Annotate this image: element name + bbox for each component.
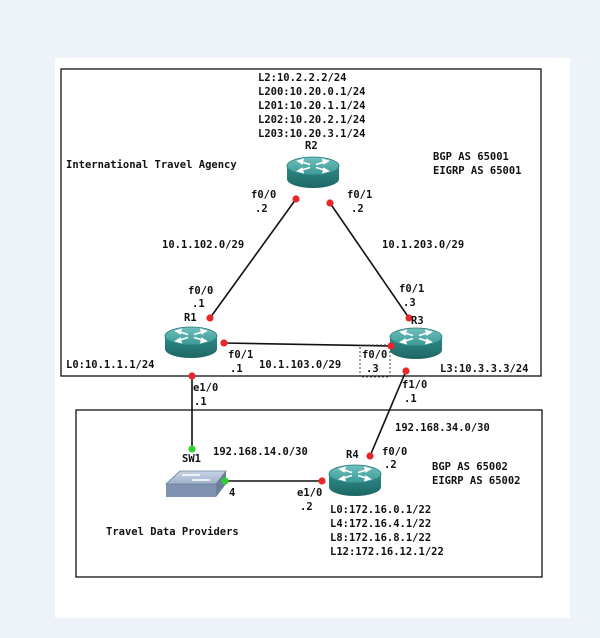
subnet-r2-r3: 10.1.203.0/29 [382, 239, 464, 251]
port-r4-f0-0[interactable] [366, 452, 374, 460]
port-r2-f0-0[interactable] [292, 195, 300, 203]
r4-loopback-2: L4:172.16.4.1/22 [330, 518, 431, 530]
port-r3-f0-1[interactable] [405, 314, 413, 322]
router-icon [286, 156, 340, 189]
router-icon [328, 464, 382, 497]
r4-loopback-3: L8:172.16.8.1/22 [330, 532, 431, 544]
r1-f0-0-if: f0/0 [188, 285, 213, 297]
router-icon [389, 327, 443, 360]
r2-f0-0-if: f0/0 [251, 189, 276, 201]
port-sw1-4[interactable] [221, 477, 229, 485]
sw1-name: SW1 [182, 453, 201, 465]
subnet-r1-sw1: 192.168.14.0/30 [213, 446, 308, 458]
port-r3-f1-0[interactable] [402, 367, 410, 375]
port-r1-f0-1[interactable] [220, 339, 228, 347]
r3-f1-0-if: f1/0 [402, 379, 427, 391]
router-r3[interactable] [389, 327, 443, 360]
r1-name: R1 [184, 312, 197, 324]
link-r3-r4 [369, 370, 407, 457]
r1-e1-0-if: e1/0 [193, 382, 218, 394]
r3-f0-0-ip: .3 [366, 363, 379, 375]
r4-loopback-1: L0:172.16.0.1/22 [330, 504, 431, 516]
port-r4-e1-0[interactable] [318, 477, 326, 485]
r3-loopback: L3:10.3.3.3/24 [440, 363, 529, 375]
r3-f1-0-ip: .1 [404, 393, 417, 405]
port-sw1-uplink[interactable] [188, 445, 196, 453]
r2-loopback-5: L203:10.20.3.1/24 [258, 128, 365, 140]
router-icon [164, 326, 218, 359]
port-r1-f0-0[interactable] [206, 314, 214, 322]
r1-f0-1-if: f0/1 [228, 349, 253, 361]
r2-loopback-3: L201:10.20.1.1/24 [258, 100, 365, 112]
r2-f0-0-ip: .2 [255, 203, 268, 215]
r4-name: R4 [346, 449, 359, 461]
subnet-r1-r3: 10.1.103.0/29 [259, 359, 341, 371]
r2-f0-1-if: f0/1 [347, 189, 372, 201]
subnet-r3-r4: 192.168.34.0/30 [395, 422, 490, 434]
zone-top-box [60, 68, 542, 377]
r2-loopback-1: L2:10.2.2.2/24 [258, 72, 347, 84]
r2-name: R2 [305, 140, 318, 152]
zone-top-bgp: BGP AS 65001 [433, 151, 509, 163]
r3-f0-1-ip: .3 [403, 297, 416, 309]
port-r2-f0-1[interactable] [326, 199, 334, 207]
r1-f0-0-ip: .1 [192, 298, 205, 310]
zone-bottom-eigrp: EIGRP AS 65002 [432, 475, 521, 487]
link-r1-r2 [209, 198, 297, 319]
r4-f0-0-if: f0/0 [382, 446, 407, 458]
r2-f0-1-ip: .2 [351, 203, 364, 215]
zone-top-name: International Travel Agency [66, 159, 237, 171]
r2-loopback-2: L200:10.20.0.1/24 [258, 86, 365, 98]
r3-f0-0-if: f0/0 [362, 349, 387, 361]
zone-top-eigrp: EIGRP AS 65001 [433, 165, 522, 177]
r1-loopback: L0:10.1.1.1/24 [66, 359, 155, 371]
r4-loopback-4: L12:172.16.12.1/22 [330, 546, 444, 558]
r3-f0-1-if: f0/1 [399, 283, 424, 295]
link-r1-r3 [223, 342, 392, 347]
zone-bottom-box [75, 409, 543, 578]
diagram-canvas [55, 58, 570, 618]
router-r2[interactable] [286, 156, 340, 189]
selection-box[interactable] [359, 344, 391, 378]
r1-f0-1-ip: .1 [230, 363, 243, 375]
link-r2-r3 [329, 202, 410, 319]
r1-e1-0-ip: .1 [194, 396, 207, 408]
r4-e1-0-if: e1/0 [297, 487, 322, 499]
switch-icon [164, 470, 227, 497]
r4-e1-0-ip: .2 [300, 501, 313, 513]
switch-sw1[interactable] [164, 470, 227, 497]
router-r1[interactable] [164, 326, 218, 359]
sw1-port-4: 4 [229, 487, 235, 499]
port-r3-f0-0[interactable] [387, 342, 395, 350]
r2-loopback-4: L202:10.20.2.1/24 [258, 114, 365, 126]
r4-f0-0-ip: .2 [384, 459, 397, 471]
router-r4[interactable] [328, 464, 382, 497]
port-r1-e1-0[interactable] [188, 372, 196, 380]
zone-bottom-bgp: BGP AS 65002 [432, 461, 508, 473]
subnet-r1-r2: 10.1.102.0/29 [162, 239, 244, 251]
r3-name: R3 [411, 315, 424, 327]
zone-bottom-name: Travel Data Providers [106, 526, 239, 538]
